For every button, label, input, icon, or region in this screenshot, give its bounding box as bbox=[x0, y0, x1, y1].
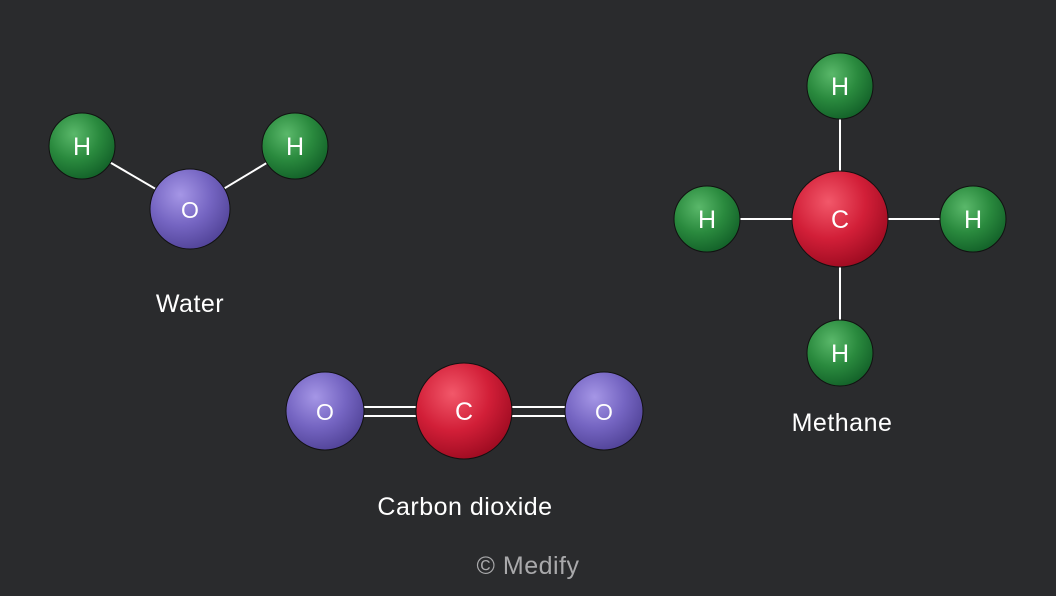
methane-molecule: H H H H C Methane bbox=[673, 52, 1007, 437]
water-hydrogen-right-atom: H bbox=[261, 112, 329, 180]
water-molecule: H H O Water bbox=[48, 112, 329, 318]
atom-label: H bbox=[698, 206, 716, 234]
carbon-dioxide-molecule: O O C Carbon dioxide bbox=[285, 362, 644, 521]
water-hydrogen-left-atom: H bbox=[48, 112, 116, 180]
atom-label: H bbox=[73, 133, 91, 161]
carbon-dioxide-caption: Carbon dioxide bbox=[377, 493, 552, 521]
methane-caption: Methane bbox=[792, 409, 893, 437]
methane-carbon-atom: C bbox=[791, 170, 889, 268]
water-oxygen-atom: O bbox=[149, 168, 231, 250]
water-caption: Water bbox=[156, 290, 224, 318]
atom-label: O bbox=[181, 197, 199, 223]
atom-label: O bbox=[595, 399, 613, 425]
atom-label: O bbox=[316, 399, 334, 425]
methane-hydrogen-top-atom: H bbox=[806, 52, 874, 120]
copyright-credit: © Medify bbox=[477, 552, 580, 580]
methane-hydrogen-left-atom: H bbox=[673, 185, 741, 253]
atom-label: H bbox=[831, 340, 849, 368]
methane-hydrogen-right-atom: H bbox=[939, 185, 1007, 253]
atom-label: C bbox=[831, 206, 849, 234]
co2-oxygen-right-atom: O bbox=[564, 371, 644, 451]
atom-label: C bbox=[455, 398, 473, 426]
co2-carbon-atom: C bbox=[415, 362, 513, 460]
co2-oxygen-left-atom: O bbox=[285, 371, 365, 451]
atom-label: H bbox=[286, 133, 304, 161]
methane-hydrogen-bottom-atom: H bbox=[806, 319, 874, 387]
atom-label: H bbox=[831, 73, 849, 101]
atom-label: H bbox=[964, 206, 982, 234]
